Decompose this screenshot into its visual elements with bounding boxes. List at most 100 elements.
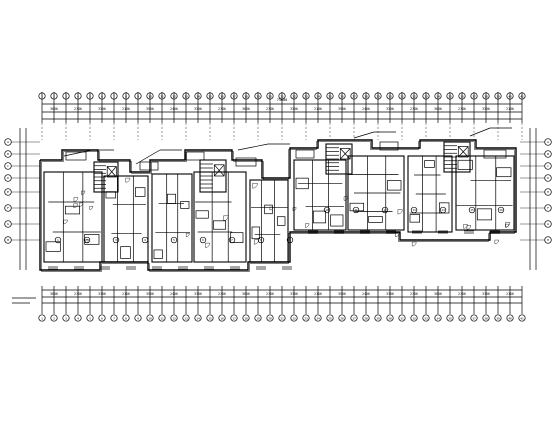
dimension-text-bottom: 2700 <box>458 292 466 296</box>
room-tag <box>257 236 265 244</box>
grid-bubble-label-bottom: 8 <box>125 316 127 320</box>
grid-bubble-label-bottom: 18 <box>244 316 248 320</box>
grid-bubble-label-top: 40 <box>508 94 512 98</box>
grid-bubble-label-bottom: 4 <box>77 316 79 320</box>
room-tag-label: 8 <box>260 238 262 242</box>
room-tag-label: 12 <box>383 208 387 212</box>
room-tag <box>410 206 418 214</box>
grid-bubble-top <box>458 92 466 100</box>
room-rect <box>84 234 100 245</box>
grid-bubble-bottom <box>374 314 382 322</box>
grid-bubble-label-top: 6 <box>101 94 103 98</box>
grid-bubble-top <box>302 92 310 100</box>
grid-bubble-bottom <box>218 314 226 322</box>
grid-bubble-label-bottom: 24 <box>316 316 320 320</box>
grid-bubble-label-bottom: 19 <box>256 316 260 320</box>
grid-bubble-bottom <box>518 314 526 322</box>
grid-bubble-bottom <box>86 314 94 322</box>
room-tag-label: 11 <box>354 208 358 212</box>
balcony <box>65 151 87 161</box>
grid-bubble-top <box>398 92 406 100</box>
grid-bubble-label-side: B <box>7 152 9 156</box>
door-swing <box>89 206 94 210</box>
grid-bubble-label-bottom: 21 <box>280 316 284 320</box>
grid-bubble-label-bottom: 25 <box>328 316 332 320</box>
room-tag-label: 6 <box>202 238 204 242</box>
dimension-text-top: 2700 <box>458 107 466 111</box>
room-tag-label: 2 <box>86 238 88 242</box>
dimension-text-bottom: 2100 <box>506 292 514 296</box>
dimension-text-bottom: 3300 <box>98 292 106 296</box>
dimension-text-bottom: 3300 <box>482 292 490 296</box>
room-rect <box>368 216 383 223</box>
grid-bubble-side <box>4 204 12 212</box>
dimension-text-top: 3600 <box>242 107 250 111</box>
grid-bubble-side <box>4 162 12 170</box>
grid-bubble-label-bottom: 12 <box>172 316 176 320</box>
dimension-text-bottom: 2700 <box>266 292 274 296</box>
grid-bubble-label-side: C <box>7 164 9 168</box>
room-tag <box>468 206 476 214</box>
grid-bubble-label-top: 9 <box>137 94 139 98</box>
grid-bubble-label-top: 27 <box>352 94 356 98</box>
grid-bubble-bottom <box>242 314 250 322</box>
room-tag-label: 9 <box>289 238 291 242</box>
grid-bubble-label-top: 7 <box>113 94 115 98</box>
grid-bubble-top <box>230 92 238 100</box>
elevator-shaft <box>339 148 351 160</box>
dimension-text-top: 3900 <box>146 107 154 111</box>
dimension-text-top: 2100 <box>314 107 322 111</box>
grid-bubble-bottom <box>74 314 82 322</box>
grid-bubble-bottom <box>386 314 394 322</box>
door-swing <box>505 222 511 228</box>
grid-bubble-label-bottom: 35 <box>448 316 452 320</box>
dimension-text-bottom: 3900 <box>338 292 346 296</box>
grid-bubble-top <box>146 92 154 100</box>
grid-bubble-top <box>206 92 214 100</box>
building-outline <box>39 139 517 271</box>
room-tag-label: 5 <box>173 238 175 242</box>
room-rect <box>386 180 402 191</box>
grid-bubble-bottom <box>230 314 238 322</box>
grid-bubble-label-top: 37 <box>472 94 476 98</box>
grid-bubble-label-top: 15 <box>208 94 212 98</box>
grid-bubble-label-side: F <box>7 206 9 210</box>
grid-bubble-label-bottom: 27 <box>352 316 356 320</box>
room-rect <box>295 177 309 190</box>
grid-bubble-bottom <box>182 314 190 322</box>
door-swing <box>397 209 403 215</box>
grid-bubble-label-top: 33 <box>424 94 428 98</box>
grid-bubble-label-top: 22 <box>292 94 296 98</box>
balcony <box>379 141 399 151</box>
grid-bubble-label-bottom: 5 <box>89 316 91 320</box>
grid-bubble-bottom <box>338 314 346 322</box>
grid-bubble-bottom <box>314 314 322 322</box>
grid-bubble-top <box>338 92 346 100</box>
grid-bubble-top <box>134 92 142 100</box>
room-tag-label: 16 <box>499 208 503 212</box>
room-tag <box>497 206 505 214</box>
room-tag-label: 10 <box>325 208 329 212</box>
room-linework <box>12 127 515 304</box>
grid-bubble-label-bottom: 13 <box>184 316 188 320</box>
grid-bubble-bottom <box>146 314 154 322</box>
balcony <box>235 157 257 167</box>
dimension-text-top: 3300 <box>290 107 298 111</box>
door-swing <box>292 207 297 211</box>
grid-bubble-top <box>386 92 394 100</box>
grid-bubble-top <box>326 92 334 100</box>
room-tag <box>323 206 331 214</box>
grid-bubble-label-top: 19 <box>256 94 260 98</box>
grid-bubble-label-bottom: 14 <box>196 316 200 320</box>
grid-bubble-label-top: 38 <box>484 94 488 98</box>
door-swing <box>505 223 510 228</box>
door-swing <box>466 225 472 230</box>
dimension-text-bottom: 3600 <box>50 292 58 296</box>
elevator-shaft <box>106 166 117 178</box>
grid-bubble-label-top: 3 <box>65 94 67 98</box>
room-tag <box>381 206 389 214</box>
grid-bubble-side <box>544 150 552 158</box>
grid-bubble-label-top: 31 <box>400 94 404 98</box>
grid-bubble-label-bottom: 32 <box>412 316 416 320</box>
